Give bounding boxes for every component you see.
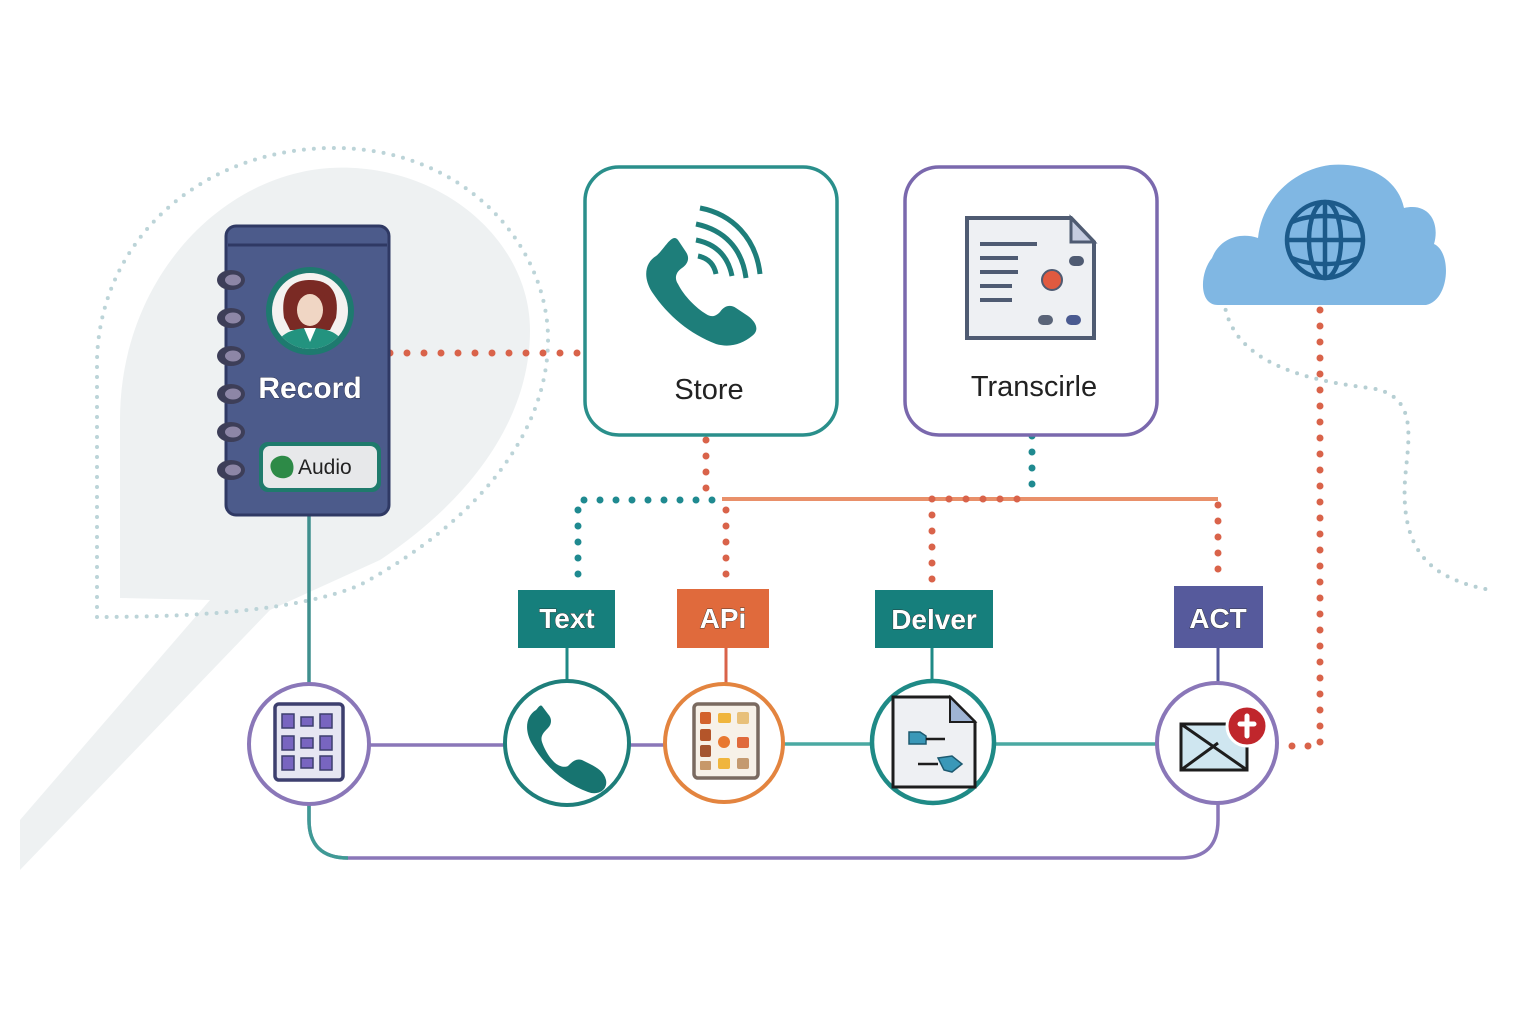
node-file[interactable] <box>869 678 997 806</box>
node-grid[interactable] <box>247 682 371 806</box>
record-title: Record <box>258 372 361 405</box>
transcribe-label: Transcirle <box>971 371 1097 403</box>
leaf-icon <box>270 455 294 479</box>
connector-cloud-mail <box>1276 306 1324 750</box>
tag-act-label: ACT <box>1189 603 1247 634</box>
transcribe-box[interactable]: Transcirle <box>903 165 1159 437</box>
globe-icon <box>1284 199 1366 281</box>
store-label: Store <box>674 374 743 406</box>
node-mail[interactable] <box>1155 681 1279 805</box>
record-card[interactable]: Record Audio <box>217 224 391 517</box>
tag-api-label: APi <box>700 603 747 634</box>
dotted-bubble-outline <box>95 145 551 620</box>
tag-deliver[interactable]: Delver <box>875 590 993 648</box>
node-apps[interactable] <box>663 682 785 804</box>
mail-alert-icon <box>1179 704 1269 772</box>
audio-badge[interactable]: Audio <box>259 442 381 492</box>
phone-signal-icon <box>646 205 763 346</box>
tag-text[interactable]: Text <box>518 590 615 648</box>
connector-bottom-loop-teal <box>307 805 349 860</box>
person-avatar-icon <box>266 267 354 355</box>
tag-deliver-label: Delver <box>891 604 977 635</box>
phone-icon <box>527 705 607 794</box>
background-bubble-shape <box>20 167 530 870</box>
node-phone[interactable] <box>503 679 631 807</box>
app-grid-icon <box>273 702 345 782</box>
store-box[interactable]: Store <box>583 165 839 437</box>
apps-panel-icon <box>692 702 760 780</box>
tag-act[interactable]: ACT <box>1174 586 1263 648</box>
tag-api[interactable]: APi <box>677 589 769 648</box>
connector-store-text <box>574 496 716 592</box>
cloud-node[interactable] <box>1202 164 1446 305</box>
document-icon <box>965 214 1098 340</box>
file-transfer-icon <box>891 694 978 789</box>
dotted-wavy-line <box>1222 298 1492 592</box>
spiral-binding <box>217 270 245 480</box>
connector-bottom-loop <box>307 803 1220 860</box>
tag-text-label: Text <box>539 603 595 634</box>
audio-badge-label: Audio <box>298 456 352 479</box>
